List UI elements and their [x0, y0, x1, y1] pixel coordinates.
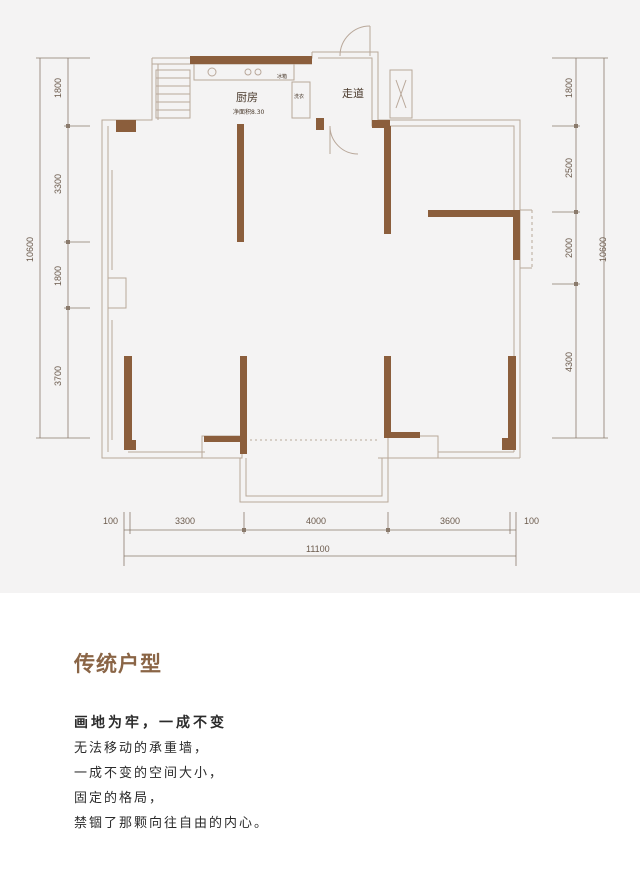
outer-walls [101, 25, 533, 503]
bottom-dimension-ticks [242, 528, 390, 532]
right-dim-3: 2000 [564, 238, 574, 258]
description-line-3: 一成不变的空间大小， [74, 766, 225, 781]
bottom-dim-total: 11100 [306, 544, 330, 554]
section-title: 传统户型 [74, 651, 162, 676]
kitchen-label: 厨房 [236, 91, 258, 104]
floorplan-drawing: 厨房 净面积8.30 走道 冰箱 洗衣 1800 3300 1800 3700 … [25, 25, 608, 566]
bottom-dim-4: 3600 [440, 516, 460, 526]
description-line-5: 禁锢了那颗向往自由的内心。 [74, 816, 270, 831]
bottom-dim-1: 100 [103, 516, 118, 526]
description-line-1: 画地为牢，一成不变 [74, 715, 227, 731]
bottom-dim-5: 100 [524, 516, 539, 526]
left-dim-1: 1800 [53, 78, 63, 98]
bottom-dimensions [123, 512, 517, 566]
floorplan-panel: 厨房 净面积8.30 走道 冰箱 洗衣 1800 3300 1800 3700 … [0, 0, 640, 593]
appliance-label-2: 洗衣 [294, 93, 304, 100]
description-lines: 画地为牢，一成不变 无法移动的承重墙， 一成不变的空间大小， 固定的格局， 禁锢… [74, 711, 269, 836]
right-dim-4: 4300 [564, 352, 574, 372]
right-dimensions [552, 57, 608, 439]
appliance-label-1: 冰箱 [277, 73, 287, 80]
corridor-label: 走道 [342, 86, 364, 100]
description-line-2: 无法移动的承重墙， [74, 741, 210, 756]
right-dim-1: 1800 [564, 78, 574, 98]
bottom-dim-2: 3300 [175, 516, 195, 526]
right-dim-total: 10600 [598, 237, 608, 262]
right-dimension-ticks [574, 124, 578, 286]
left-dim-4: 3700 [53, 366, 63, 386]
left-dimensions [36, 57, 90, 439]
description-panel: 传统户型 画地为牢，一成不变 无法移动的承重墙， 一成不变的空间大小， 固定的格… [0, 593, 640, 876]
bottom-dim-3: 4000 [306, 516, 326, 526]
kitchen-area-label: 净面积8.30 [233, 108, 265, 116]
left-dim-total: 10600 [25, 237, 35, 262]
load-bearing-walls [116, 56, 520, 454]
description-line-4: 固定的格局， [74, 791, 165, 806]
left-dim-3: 1800 [53, 266, 63, 286]
left-dimension-ticks [66, 124, 70, 310]
right-dim-2: 2500 [564, 158, 574, 178]
left-dim-2: 3300 [53, 174, 63, 194]
